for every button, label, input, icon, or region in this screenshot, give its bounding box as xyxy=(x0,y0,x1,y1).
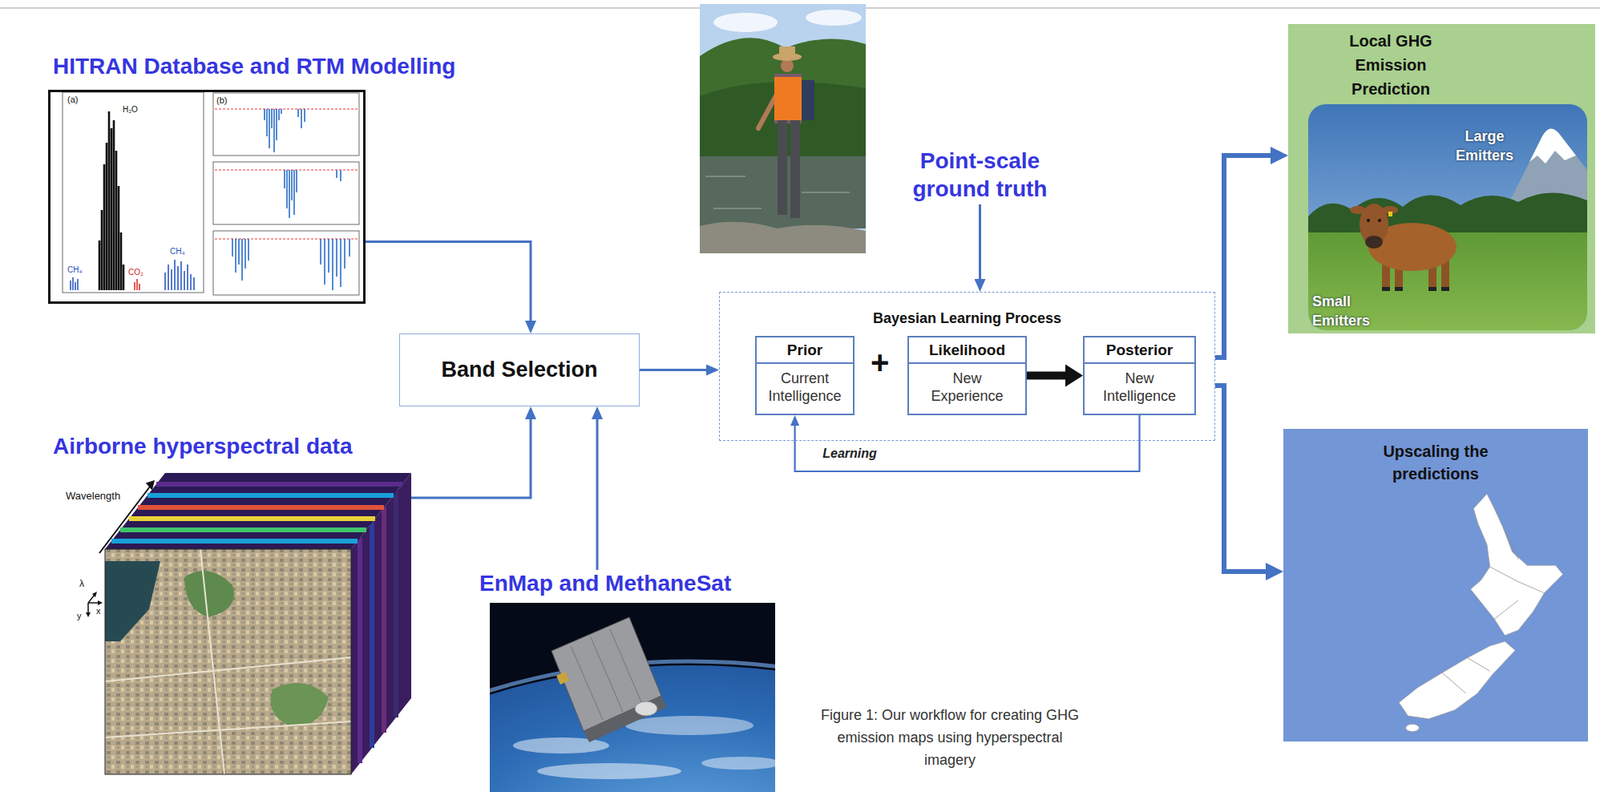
box-heading: Likelihood xyxy=(909,337,1026,364)
box-body: New Experience xyxy=(923,363,1012,411)
group-title: Bayesian Learning Process xyxy=(719,310,1215,328)
source-panel: EnMap and MethaneSat xyxy=(479,569,784,792)
source-heading: HITRAN Database and RTM Modelling xyxy=(52,52,456,81)
panel-title: Local GHG Emission Prediction xyxy=(1330,28,1451,102)
connector-arrow xyxy=(1026,371,1066,380)
connector-arrow xyxy=(365,242,531,321)
axis-label: Wavelength xyxy=(65,490,121,503)
photo-label: Large Emitters xyxy=(1448,126,1521,166)
process-box: PriorCurrent Intelligence xyxy=(755,335,855,416)
edge-label: Learning xyxy=(820,446,880,461)
box-body: New Intelligence xyxy=(1095,363,1184,411)
input-heading: Point-scale ground truth xyxy=(885,146,1075,203)
input-node: Point-scale ground truth xyxy=(885,146,1075,205)
connector-arrow xyxy=(1215,155,1271,358)
field-photo xyxy=(699,4,866,254)
source-panel: HITRAN Database and RTM Modelling xyxy=(48,52,522,304)
image-frame xyxy=(48,89,366,304)
source-panel: Airborne hyperspectral data xyxy=(48,432,417,776)
figure-caption: Figure 1: Our workflow for creating GHG … xyxy=(814,703,1086,772)
output-panel: Local GHG Emission PredictionLarge Emitt… xyxy=(1288,24,1596,334)
process-box: LikelihoodNew Experience xyxy=(907,335,1027,416)
connector-arrow xyxy=(596,419,599,570)
process-box: Band Selection xyxy=(399,333,640,407)
gas-label: H₂O xyxy=(122,105,138,115)
source-heading: EnMap and MethaneSat xyxy=(479,569,732,598)
box-heading: Prior xyxy=(756,337,853,364)
gas-label: CH₄ xyxy=(67,265,83,275)
panel-title: Upscaling the predictions xyxy=(1355,440,1516,485)
process-label: Band Selection xyxy=(440,357,598,383)
box-heading: Posterior xyxy=(1084,337,1195,364)
plus-sign: + xyxy=(870,346,889,379)
axis-label: x xyxy=(96,606,102,617)
connector-arrow xyxy=(1215,385,1266,572)
panel-letter: (b) xyxy=(216,95,227,106)
axis-label: y xyxy=(76,610,82,622)
panel-letter: (a) xyxy=(67,94,78,106)
connector-arrow xyxy=(411,419,531,498)
spectra-plot xyxy=(48,89,366,304)
box-body: Current Intelligence xyxy=(760,363,849,411)
connector-arrow xyxy=(978,204,982,279)
connector-arrow xyxy=(639,368,707,372)
output-panel: Upscaling the predictions xyxy=(1283,428,1588,742)
process-group: Bayesian Learning ProcessPriorCurrent In… xyxy=(719,291,1216,441)
gas-label: CH₄ xyxy=(169,246,186,257)
hyperspectral-cube xyxy=(85,472,412,775)
gas-label: CO₂ xyxy=(128,267,144,278)
axis-label: λ xyxy=(79,578,85,590)
satellite-image xyxy=(489,602,776,792)
connector-arrow xyxy=(795,415,1140,472)
photo-label: Small Emitters xyxy=(1312,291,1385,331)
image-frame xyxy=(105,472,412,775)
source-heading: Airborne hyperspectral data xyxy=(52,432,352,461)
process-box: PosteriorNew Intelligence xyxy=(1082,335,1196,416)
